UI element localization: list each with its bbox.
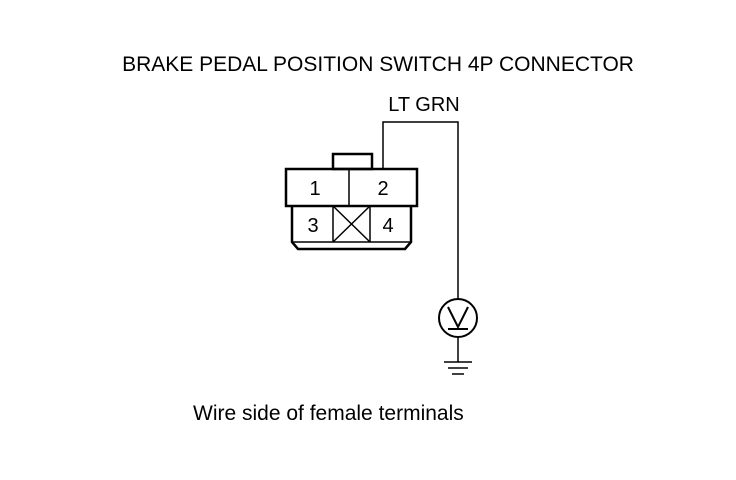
terminal-1-label: 1 [309,178,320,200]
diagram-title: BRAKE PEDAL POSITION SWITCH 4P CONNECTOR [122,53,634,76]
connector-4p [284,152,419,251]
connector-lower-row [290,206,413,251]
voltmeter-icon [438,298,478,338]
lt-grn-wire [382,121,459,300]
connector-upper-row [284,167,419,208]
diagram-caption: Wire side of female terminals [193,402,464,425]
terminal-2-label: 2 [377,178,388,200]
connector-lock-tab [331,152,374,171]
ground-icon [444,337,472,375]
unused-cavity-cross-icon [332,205,371,243]
terminal-3-label: 3 [307,215,318,237]
wire-color-label: LT GRN [388,94,460,116]
terminal-4-label: 4 [382,215,393,237]
